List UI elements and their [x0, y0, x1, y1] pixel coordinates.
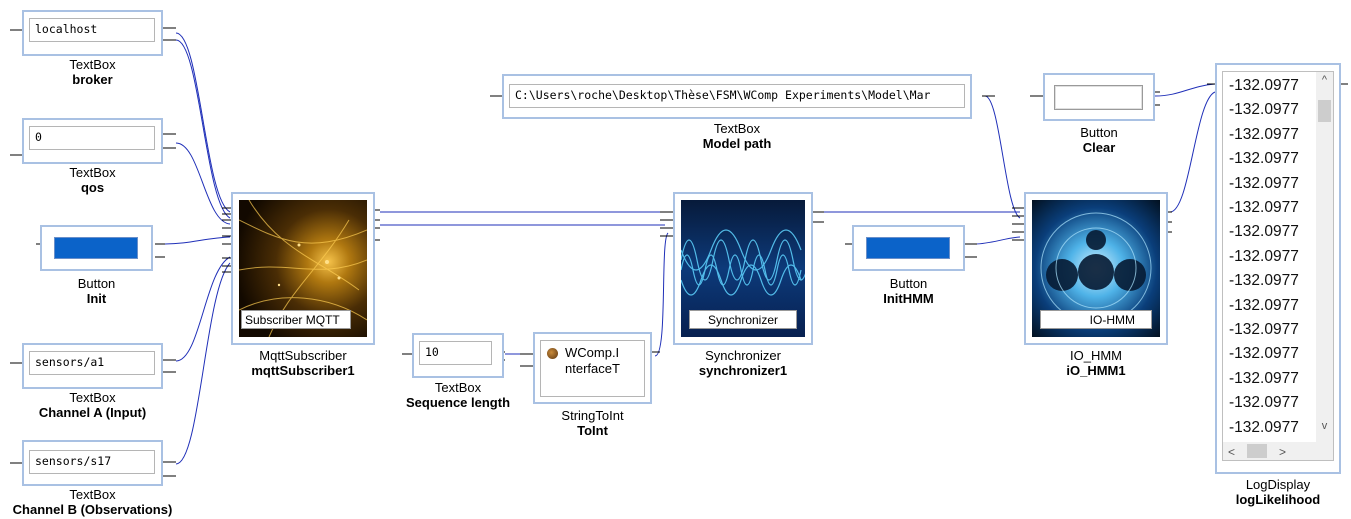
log-entry: -132.0977 [1229, 321, 1299, 338]
iohmm-image[interactable]: IO-HMM [1032, 200, 1160, 337]
log-entry: -132.0977 [1229, 199, 1299, 216]
log-entry: -132.0977 [1229, 296, 1299, 314]
log-entry: -132.0977 [1229, 345, 1299, 363]
mqtt-caption: Subscriber MQTT [241, 310, 351, 329]
log-entry: -132.0977 [1229, 272, 1299, 290]
fractal-icon [1040, 212, 1152, 324]
wire-broker-mqtt-2 [175, 39, 231, 219]
init-hmm-button[interactable] [866, 237, 950, 259]
log-vertical-scrollbar[interactable] [1316, 72, 1333, 442]
sync-caption: Synchronizer [689, 310, 797, 329]
qos-textbox[interactable]: 0 [29, 126, 155, 150]
channel-b-textbox[interactable]: sensors/s17 [29, 450, 155, 474]
coffee-bean-icon [547, 348, 558, 359]
iohmm-caption: IO-HMM [1040, 310, 1152, 329]
toint-box[interactable]: WComp.I nterfaceT [540, 340, 645, 397]
model-path-textbox[interactable]: C:\Users\roche\Desktop\Thèse\FSM\WComp E… [509, 84, 965, 108]
init-button[interactable] [54, 237, 138, 259]
scroll-right-icon[interactable]: > [1279, 445, 1287, 459]
log-scroll-thumb[interactable] [1318, 100, 1331, 122]
wire-channela-mqtt [175, 256, 231, 362]
wire-toint-sync [654, 232, 669, 357]
broker-textbox[interactable]: localhost [29, 18, 155, 42]
log-horizontal-scrollbar[interactable] [1223, 442, 1333, 460]
log-entry: -132.0977 [1229, 223, 1299, 241]
log-entry: -132.0977 [1229, 101, 1299, 119]
scroll-up-icon[interactable]: ^ [1321, 74, 1328, 86]
log-hscroll-thumb[interactable] [1247, 444, 1267, 458]
log-list[interactable]: -132.0977 -132.0977 -132.0977 -132.0977 -132… [1222, 71, 1334, 461]
sync-image[interactable]: Synchronizer [681, 200, 805, 337]
log-entry: -132.0977 [1229, 394, 1299, 412]
log-entry: -132.0977 [1229, 125, 1299, 143]
log-entry: -132.0977 [1229, 77, 1299, 94]
wire-init-mqtt [164, 236, 231, 245]
waveform-icon [681, 229, 805, 296]
channel-a-textbox[interactable]: sensors/a1 [29, 351, 155, 375]
wire-channelb-mqtt [175, 262, 231, 465]
wire-inithmm-iohmm [974, 236, 1021, 245]
log-entry: -132.0977 [1229, 418, 1299, 436]
log-entry: -132.0977 [1229, 150, 1299, 168]
log-entry: -132.0977 [1229, 369, 1299, 387]
wire-qos-mqtt [175, 142, 231, 225]
mqtt-image[interactable]: Subscriber MQTT [239, 200, 367, 337]
wire-iohmm-log [1169, 91, 1216, 213]
log-entry: -132.0977 [1229, 174, 1299, 192]
wire-model-iohmm [984, 95, 1021, 219]
scroll-down-icon[interactable]: v [1321, 420, 1328, 432]
wire-broker-mqtt [175, 32, 231, 213]
wire-clear-log [1154, 83, 1216, 97]
scroll-left-icon[interactable]: < [1228, 445, 1236, 459]
clear-button[interactable] [1054, 85, 1143, 110]
seq-textbox[interactable]: 10 [419, 341, 492, 365]
log-entry: -132.0977 [1229, 247, 1299, 265]
